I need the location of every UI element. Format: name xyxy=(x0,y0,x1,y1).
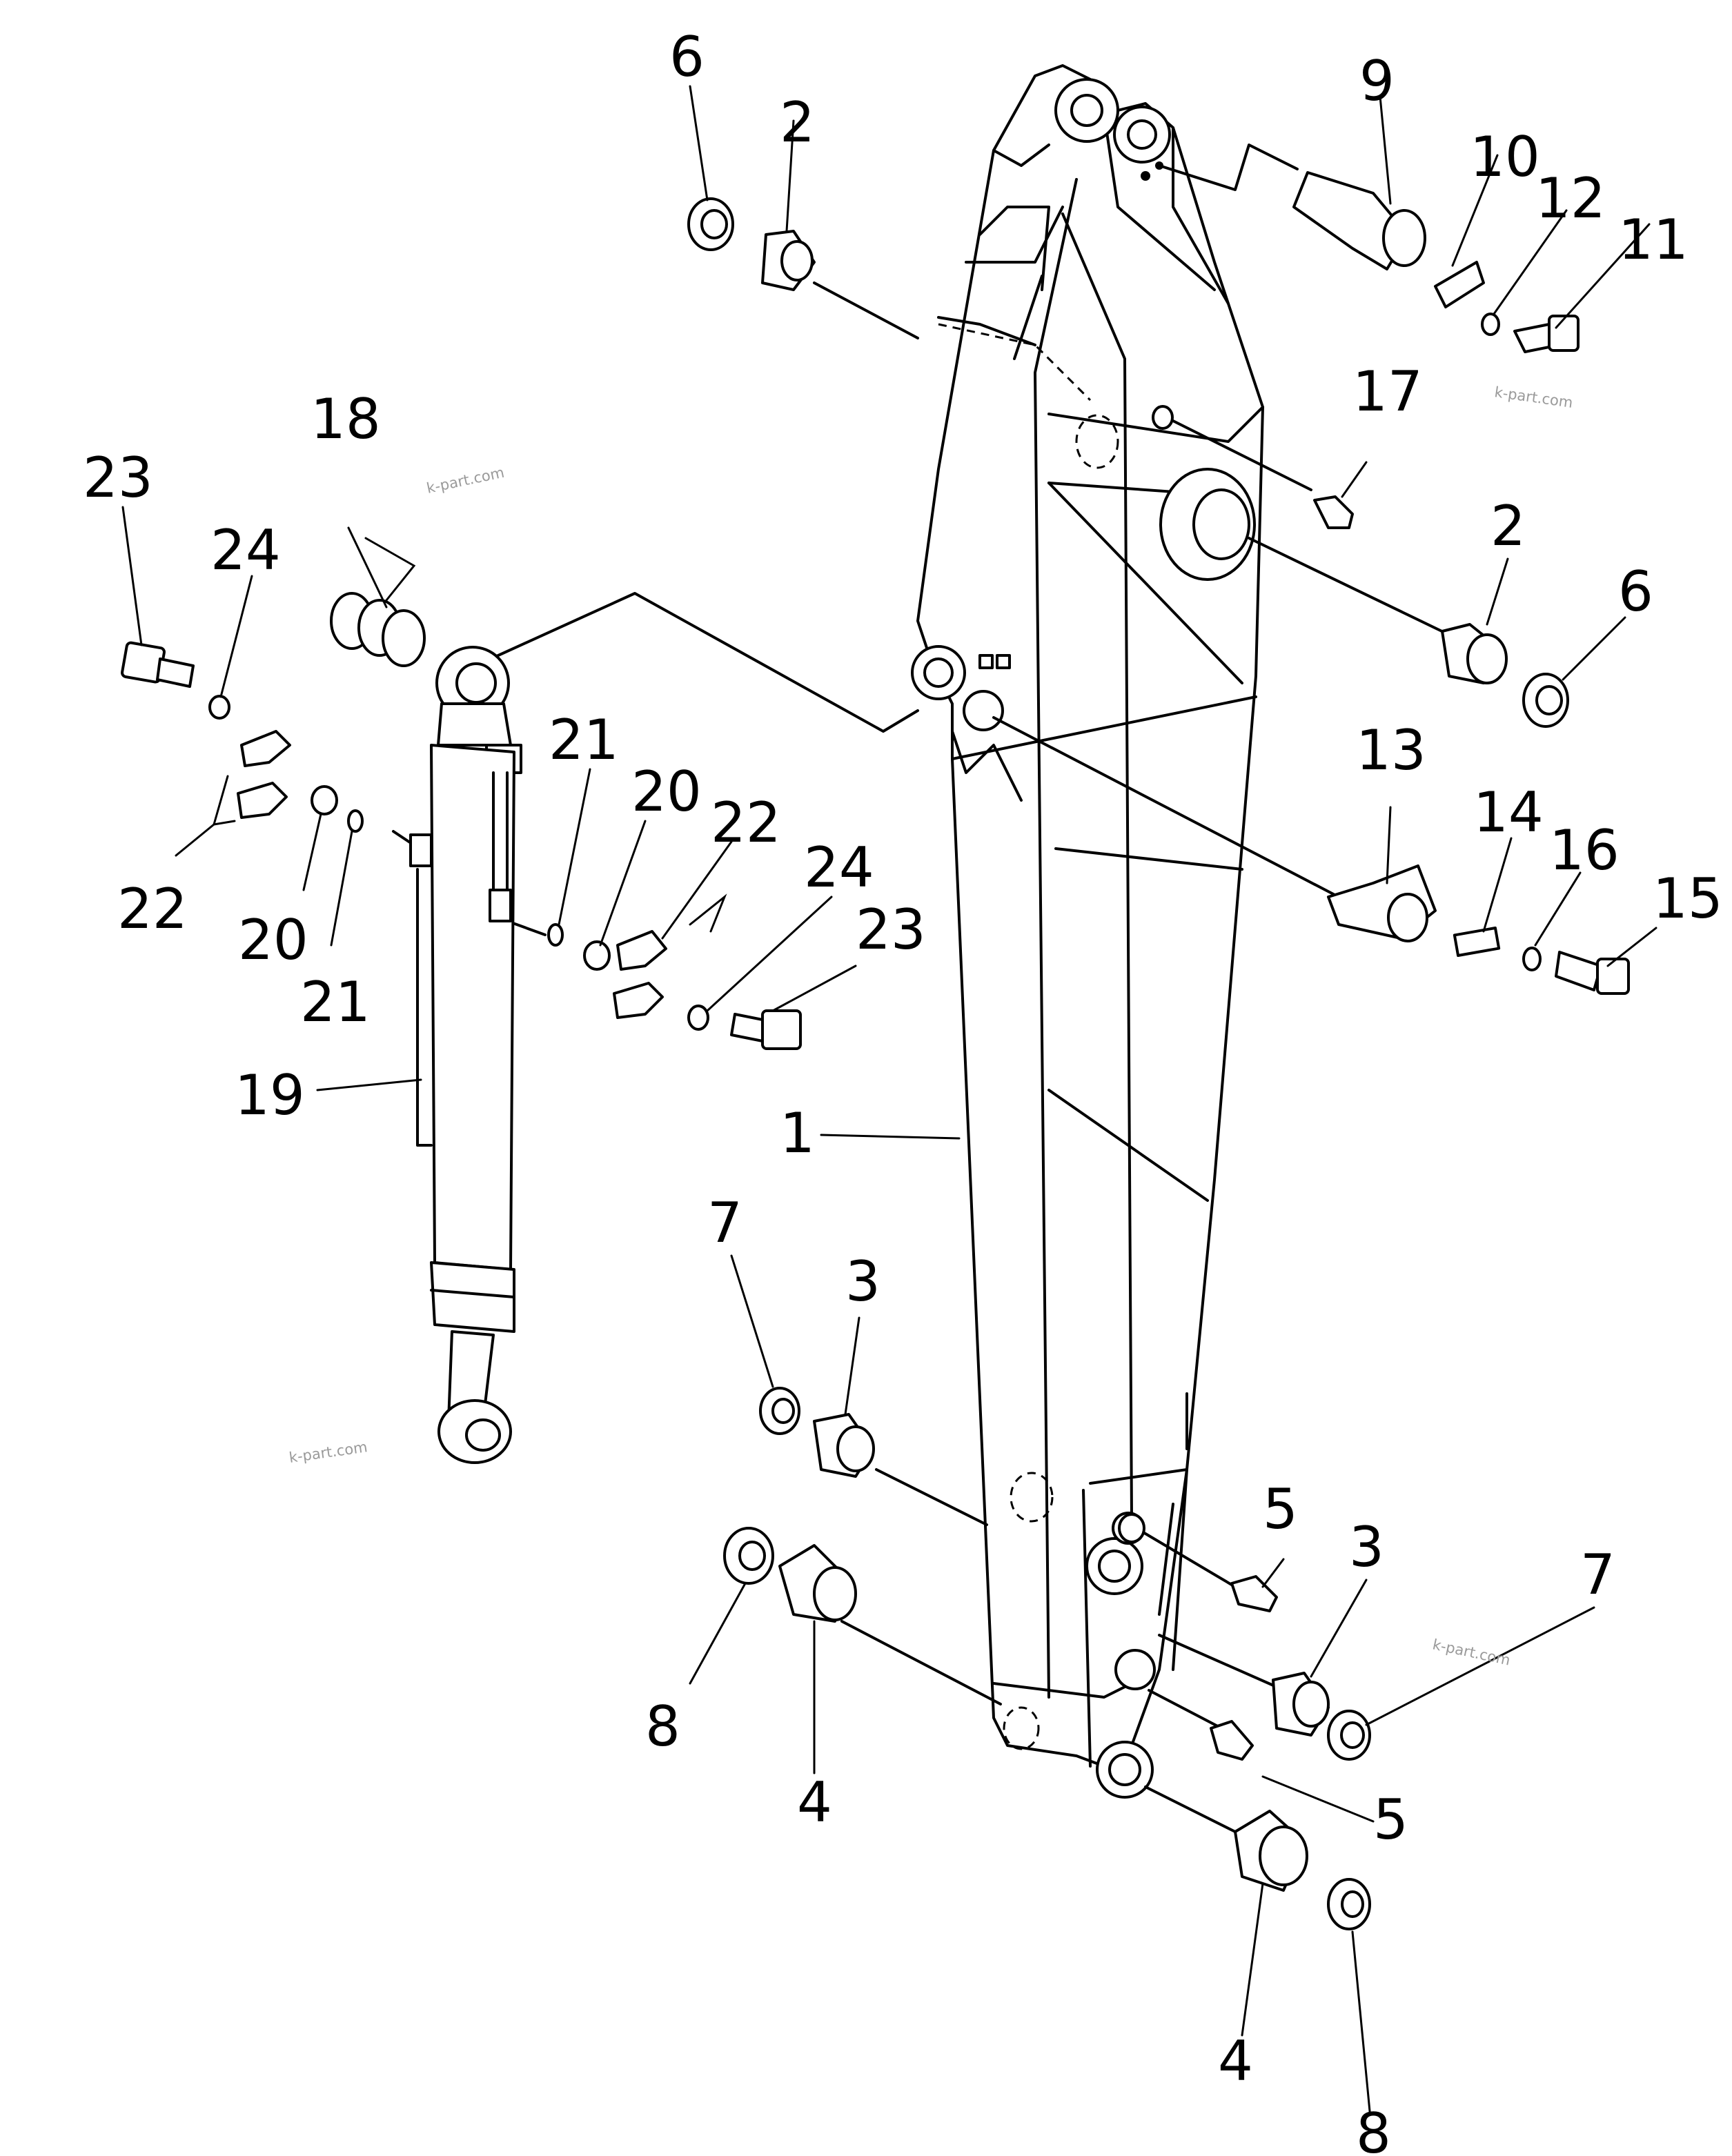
callout-20: 20 xyxy=(631,760,702,824)
callout-23: 23 xyxy=(856,898,926,962)
watermark: k-part.com xyxy=(1431,1636,1512,1668)
callout-14: 14 xyxy=(1473,780,1544,844)
callout-4: 4 xyxy=(797,1770,832,1834)
callout-5: 5 xyxy=(1373,1788,1408,1852)
callout-13: 13 xyxy=(1356,718,1426,782)
callout-6: 6 xyxy=(669,25,705,89)
callout-pointers xyxy=(121,85,1657,2113)
callout-7: 7 xyxy=(707,1191,742,1255)
callout-1: 1 xyxy=(780,1101,815,1165)
callout-21: 21 xyxy=(300,970,371,1034)
callout-23: 23 xyxy=(83,446,153,510)
callout-7: 7 xyxy=(1580,1543,1615,1607)
callout-19: 19 xyxy=(235,1063,305,1127)
callout-17: 17 xyxy=(1352,359,1423,424)
callout-11: 11 xyxy=(1618,208,1689,272)
callout-3: 3 xyxy=(1349,1515,1384,1579)
boom-body xyxy=(911,64,1264,1799)
leader-lines xyxy=(392,144,1450,1833)
callout-9: 9 xyxy=(1359,49,1395,113)
callout-3: 3 xyxy=(845,1249,880,1314)
callout-18: 18 xyxy=(311,387,381,451)
callout-16: 16 xyxy=(1549,818,1620,882)
watermark: k-part.com xyxy=(1493,384,1574,411)
callout-8: 8 xyxy=(645,1694,680,1759)
callout-15: 15 xyxy=(1653,867,1723,931)
cylinder-parts xyxy=(121,592,802,1050)
callout-8: 8 xyxy=(1356,2101,1391,2156)
callout-22: 22 xyxy=(711,791,781,855)
callout-20: 20 xyxy=(238,908,308,972)
callout-5: 5 xyxy=(1263,1477,1298,1541)
callout-21: 21 xyxy=(549,708,619,772)
boom-cylinder xyxy=(409,646,522,1464)
callout-24: 24 xyxy=(804,835,874,900)
callout-22: 22 xyxy=(117,877,188,941)
watermark: k-part.com xyxy=(288,1438,368,1466)
callout-10: 10 xyxy=(1470,125,1540,189)
callouts: 1 2 2 3 3 4 4 5 5 6 6 7 7 8 8 9 10 11 12… xyxy=(83,25,1723,2156)
callout-24: 24 xyxy=(210,518,281,582)
watermark: k-part.com xyxy=(425,464,506,497)
callout-4: 4 xyxy=(1218,2029,1253,2093)
callout-6: 6 xyxy=(1618,560,1653,624)
small-parts xyxy=(687,171,1630,1930)
callout-12: 12 xyxy=(1535,166,1606,230)
callout-2: 2 xyxy=(780,90,815,155)
callout-2: 2 xyxy=(1490,494,1526,558)
